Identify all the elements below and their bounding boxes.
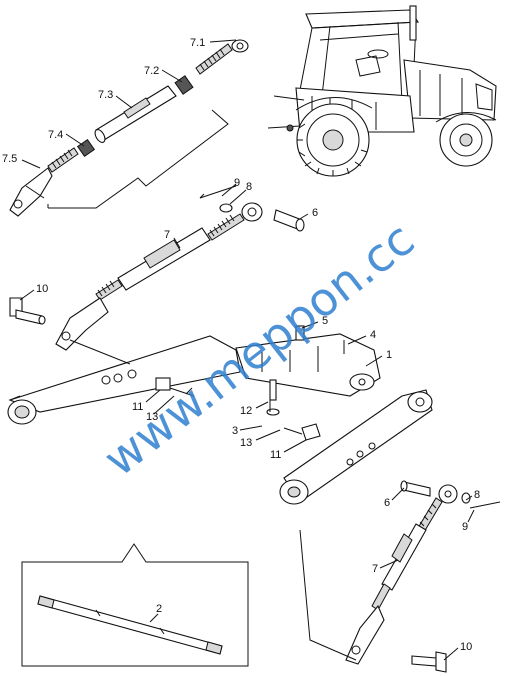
callout-7-3: 7.3 [98, 89, 113, 101]
callout-9-right: 9 [462, 521, 468, 533]
callout-5: 5 [322, 315, 328, 327]
callout-1: 1 [386, 349, 392, 361]
callout-13: 13 [146, 411, 158, 423]
lower-link-left [7, 335, 241, 425]
callout-9: 9 [234, 177, 240, 189]
callout-3: 3 [232, 425, 238, 437]
callout-11-mid: 11 [270, 449, 281, 461]
callout-7-2: 7.2 [144, 65, 159, 77]
callout-8: 8 [246, 181, 252, 193]
callout-11: 11 [132, 401, 143, 413]
tractor-illustration [267, 5, 497, 177]
callout-4: 4 [370, 329, 376, 341]
callout-10: 10 [36, 283, 48, 295]
leader-line [69, 339, 131, 365]
lower-link-right [279, 389, 433, 505]
callout-10-right: 10 [460, 641, 472, 653]
callout-7-right: 7 [372, 563, 378, 575]
callout-6-right: 6 [384, 497, 390, 509]
lift-arm-housing [235, 325, 381, 416]
callout-7-1: 7.1 [190, 37, 205, 49]
callout-8-right: 8 [474, 489, 480, 501]
top-link-assembly-right [345, 480, 501, 673]
callout-6: 6 [312, 207, 318, 219]
callout-leaders [19, 39, 475, 661]
top-link-exploded-view [9, 39, 249, 217]
callout-13-mid: 13 [240, 437, 252, 449]
shaft-detail-box [21, 543, 249, 667]
callout-2: 2 [156, 603, 162, 615]
leader-line [299, 529, 357, 661]
callout-7-4: 7.4 [48, 129, 63, 141]
callout-labels: 7.1 7.2 7.3 7.4 7.5 9 8 6 7 10 5 4 1 11 … [2, 37, 480, 653]
callout-7-5: 7.5 [2, 153, 17, 165]
callout-7: 7 [164, 229, 170, 241]
callout-12: 12 [240, 405, 252, 417]
top-link-assembly [9, 185, 305, 351]
